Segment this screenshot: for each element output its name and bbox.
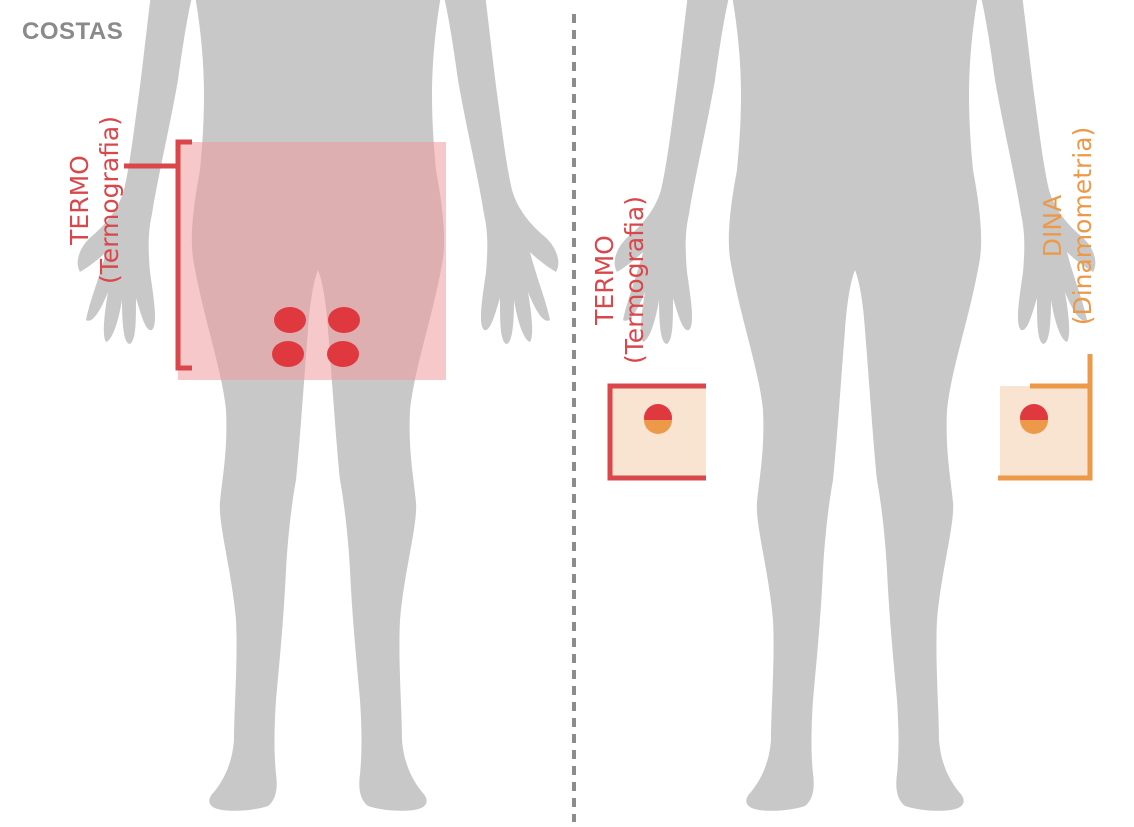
right-dina-label: DINA (Dinamometria)	[1038, 127, 1098, 326]
back-point-4	[327, 341, 359, 367]
right-termo-subtitle: (Termografia)	[620, 196, 650, 364]
back-point-3	[272, 341, 304, 367]
left-body-silhouette	[78, 0, 559, 811]
back-termo-area	[178, 142, 446, 380]
right-termo-title: TERMO	[590, 196, 620, 364]
right-termo-label: TERMO (Termografia)	[590, 196, 650, 364]
hand-dina-box	[1000, 386, 1090, 478]
left-termo-title: TERMO	[65, 116, 95, 284]
left-termo-label: TERMO (Termografia)	[65, 116, 125, 284]
right-dina-subtitle: (Dinamometria)	[1068, 127, 1098, 326]
left-termo-subtitle: (Termografia)	[95, 116, 125, 284]
back-point-1	[274, 307, 306, 333]
back-point-2	[328, 307, 360, 333]
right-dina-title: DINA	[1038, 127, 1068, 326]
